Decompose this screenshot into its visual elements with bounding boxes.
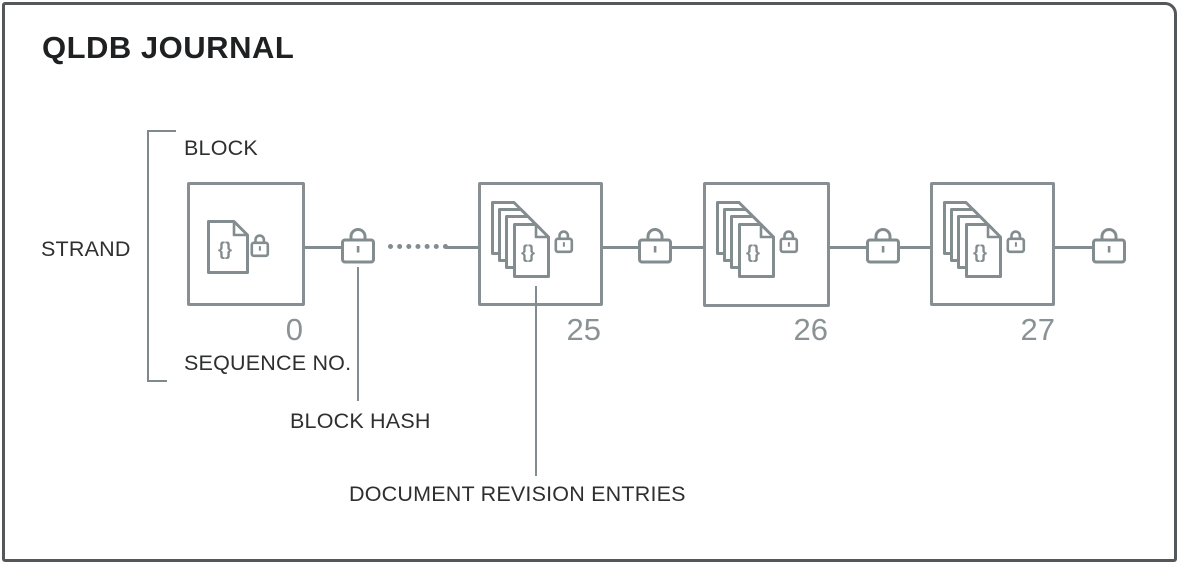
small-lock-icon [779,230,799,254]
chain-segment [799,246,867,249]
small-lock-icon [250,234,270,258]
diagram-title: QLDB JOURNAL [42,30,295,65]
sequence-number-25: 25 [566,312,601,347]
chain-segment [446,246,479,249]
document-revision-entries-label: DOCUMENT REVISION ENTRIES [349,482,686,506]
block-label: BLOCK [184,136,258,160]
sequence-no-label: SEQUENCE NO. [184,351,352,375]
block-hash-leader-line [357,267,359,401]
lock-icon [638,228,672,264]
journal-block-26: {} [703,182,830,307]
sequence-number-27: 27 [1020,312,1055,347]
document-stack-lock-icon: {} [491,201,574,278]
lock-icon [341,228,375,264]
braces-glyph: {} [218,239,232,259]
braces-glyph: {} [746,242,760,262]
strand-bracket-bottom-tick [147,380,167,382]
sequence-number-26: 26 [793,312,828,347]
chain-segment [897,246,934,249]
chain-ellipsis-dots [388,244,448,249]
strand-bracket-vertical [147,130,149,382]
document-stack-lock-icon: {} [716,201,799,278]
small-lock-icon [554,230,574,254]
braces-glyph: {} [973,242,987,262]
sequence-number-0: 0 [285,312,303,347]
lock-icon [866,228,900,264]
lock-icon [1092,228,1126,264]
document-lock-icon: {} [207,220,270,274]
block-hash-label: BLOCK HASH [290,409,431,433]
chain-segment [1026,246,1093,249]
braces-glyph: {} [521,242,535,262]
journal-block-0: {} [187,182,305,306]
small-lock-icon [1006,230,1026,254]
chain-segment [574,246,639,249]
journal-block-27: {} [930,182,1055,306]
document-revision-leader-line [535,286,537,476]
strand-label: STRAND [41,237,131,261]
document-stack-lock-icon: {} [943,201,1026,278]
journal-block-25: {} [478,182,603,306]
chain-segment [669,246,706,249]
strand-bracket-top-tick [147,130,176,132]
